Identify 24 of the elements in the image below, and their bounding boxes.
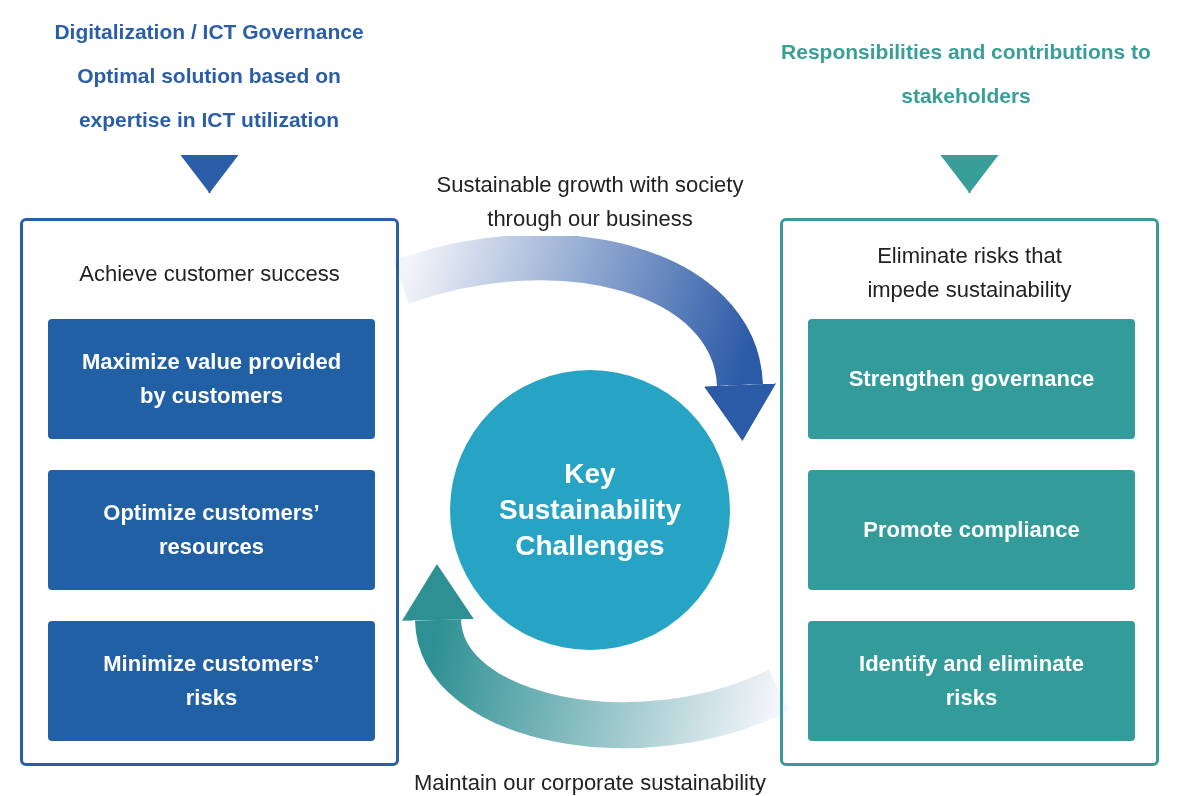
- arrow: [180, 155, 239, 194]
- panel-frame: [780, 218, 1159, 766]
- curved-arrow: [402, 564, 788, 749]
- box-text: Strengthen governance: [847, 365, 1096, 393]
- item-box: [808, 470, 1135, 590]
- box-text: Optimize customers’ resources: [102, 499, 321, 561]
- box-text: Identify and eliminate risks: [858, 650, 1085, 712]
- heading-text: Responsibilities and contributions to stakeholders: [780, 39, 1152, 109]
- panel-title: Achieve customer success: [78, 260, 341, 288]
- curved-arrow: [394, 234, 776, 441]
- heading-text: Optimal solution based on expertise in ICT utilization: [76, 63, 342, 133]
- panel-frame: [20, 218, 399, 766]
- box-text: Minimize customers’ risks: [102, 650, 321, 712]
- item-box: [48, 621, 375, 741]
- item-box: [48, 319, 375, 439]
- item-box: [808, 319, 1135, 439]
- item-box: [808, 621, 1135, 741]
- box-text: Key Sustainability Challenges: [497, 457, 682, 563]
- arrow: [940, 155, 999, 194]
- item-box: [48, 470, 375, 590]
- box-text: Maximize value provided by customers: [80, 348, 343, 410]
- panel-title: Eliminate risks that impede sustainability: [866, 242, 1073, 304]
- box-text: Promote compliance: [862, 516, 1081, 544]
- heading-text: Digitalization / ICT Governance: [53, 19, 365, 45]
